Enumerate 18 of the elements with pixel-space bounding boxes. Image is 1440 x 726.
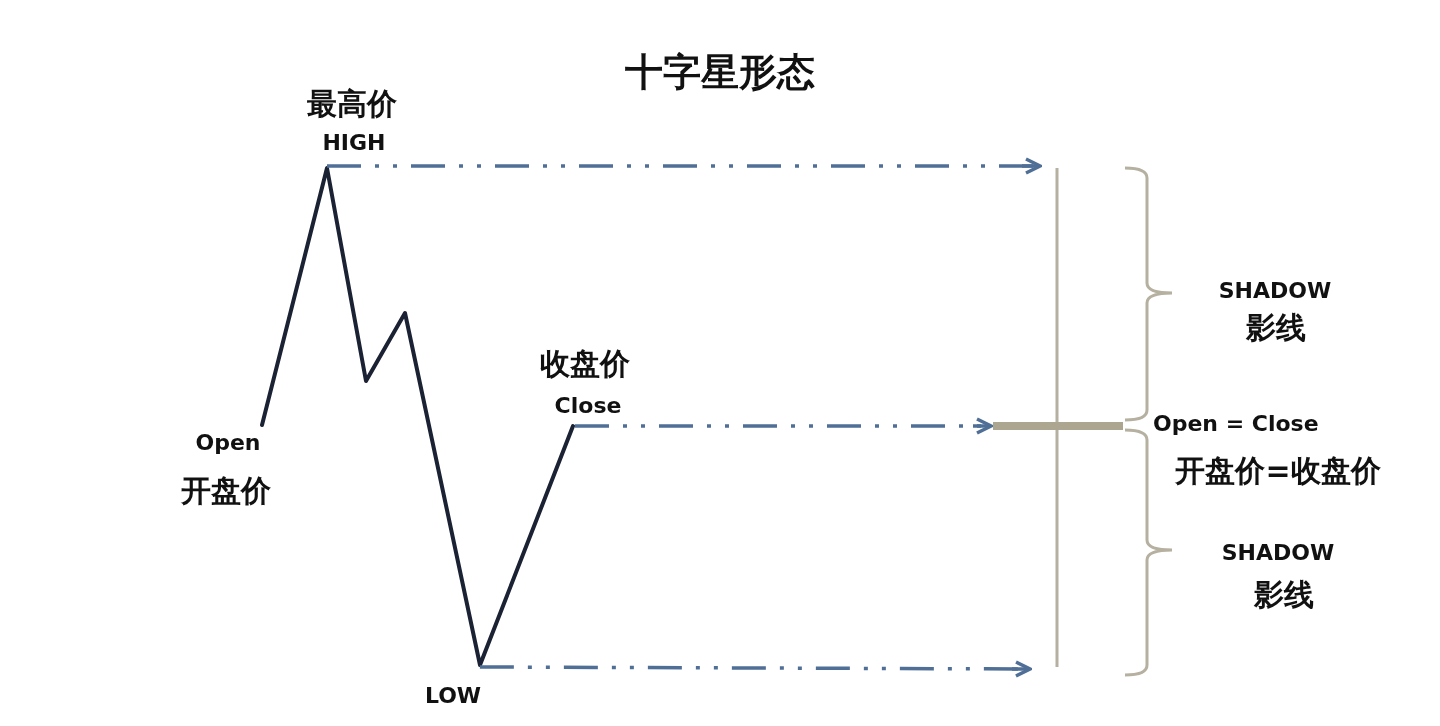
body-label: 开盘价=收盘价 [1175,453,1381,487]
high-price-label: HIGH [322,130,386,156]
low-price-label: LOW [424,683,482,709]
open-price-label: 开盘价 [181,473,271,507]
title: 十字星形态 [625,52,815,94]
shadow-label: 影线 [1254,577,1314,611]
body-label: Open = Close [1153,411,1319,437]
shadow-label: SHADOW [1218,278,1332,304]
arrow [479,660,1032,678]
shadow-label: 影线 [1246,310,1306,344]
arrow [575,417,993,435]
high-price-label: 最高价 [307,86,397,120]
open-price-label: Open [195,430,261,456]
close-price-label: 收盘价 [540,346,630,380]
shadow-label: SHADOW [1221,540,1335,566]
close-price-label: Close [554,393,622,419]
doji-candlestick [991,166,1125,669]
arrow [327,157,1042,175]
